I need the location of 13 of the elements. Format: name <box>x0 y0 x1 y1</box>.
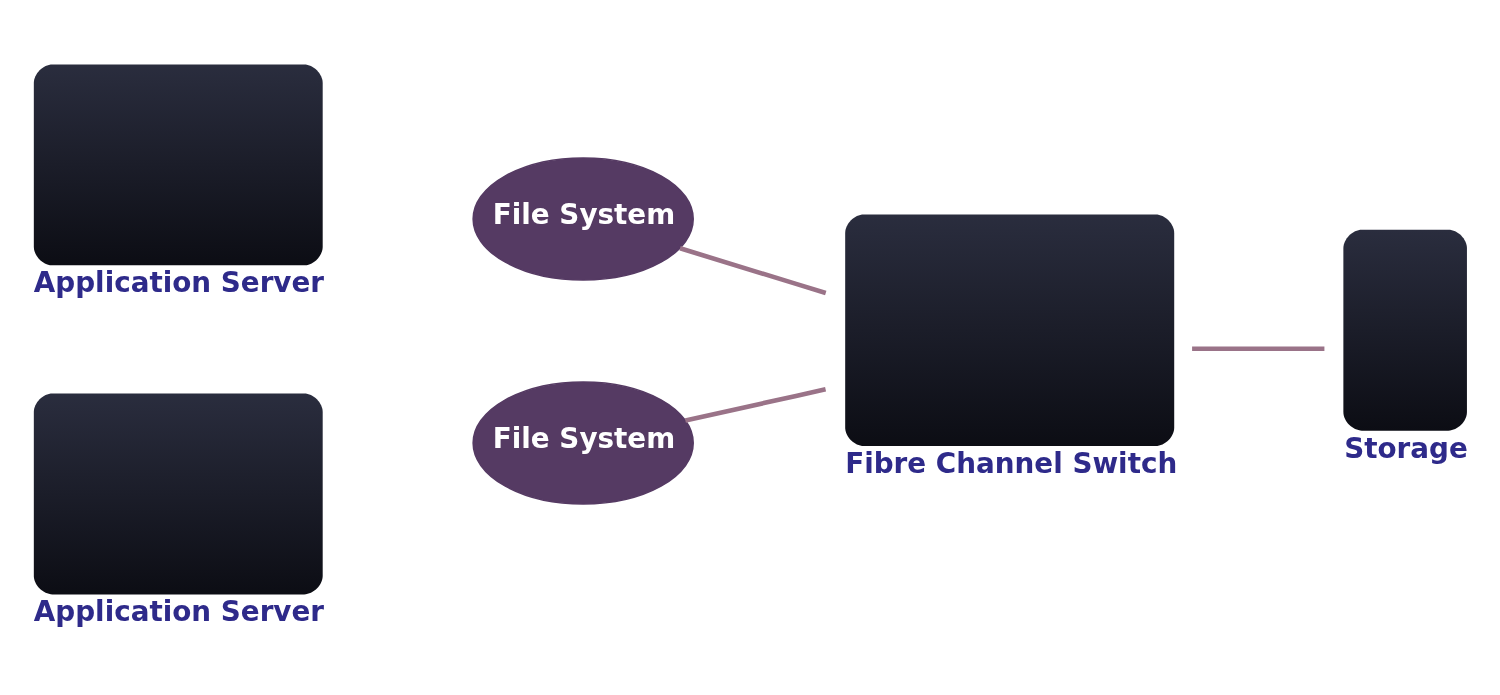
node-label: Application Server <box>33 265 325 299</box>
node-box <box>33 393 323 594</box>
node-box <box>33 64 323 265</box>
connector <box>1192 345 1325 351</box>
node-ellipse: File System <box>472 156 694 281</box>
node-ellipse: File System <box>472 380 694 505</box>
node-label: Fibre Channel Switch <box>845 446 1178 480</box>
connector <box>684 386 827 423</box>
node-box <box>1343 229 1467 431</box>
node-label: Application Server <box>33 594 325 628</box>
node-box <box>845 213 1175 446</box>
node-label: Storage <box>1344 431 1468 465</box>
connector <box>679 245 827 295</box>
